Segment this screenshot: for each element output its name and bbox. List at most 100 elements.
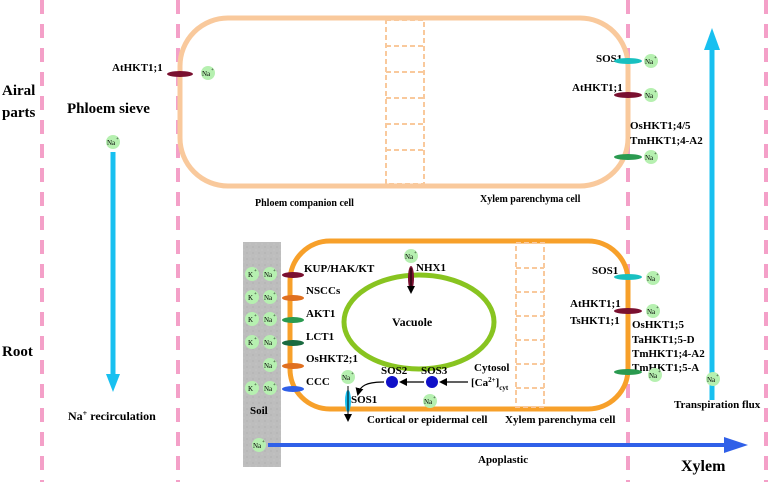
- svg-text:Na: Na: [647, 308, 656, 316]
- soil-ions: K+ Na+ K+ Na+ K+ Na+ K+ Na+ Na+ K+ Na+: [245, 267, 277, 395]
- k-ion: K+: [245, 335, 259, 349]
- svg-text:Na: Na: [264, 339, 273, 347]
- label-oshkt2: OsHKT2;1: [306, 353, 358, 365]
- na-ion-cortical: Na +: [423, 394, 437, 408]
- svg-text:+: +: [273, 337, 276, 342]
- svg-text:+: +: [273, 360, 276, 365]
- transporter-lct1: [282, 340, 304, 346]
- svg-text:K: K: [248, 385, 253, 393]
- svg-text:Na: Na: [264, 362, 273, 370]
- root-plasmodesmata: [515, 242, 545, 408]
- label-xylem-parenchyma-root: Xylem parenchyma cell: [505, 414, 615, 426]
- label-upper-oshkt: OsHKT1;4/5: [630, 120, 691, 132]
- root-cell: [287, 238, 631, 412]
- svg-text:Na: Na: [107, 139, 116, 147]
- label-airal: Airal: [2, 83, 35, 99]
- transporter-root-sos1: [614, 274, 642, 280]
- label-xylem-parenchyma-upper: Xylem parenchyma cell: [480, 194, 581, 205]
- svg-text:Na: Na: [264, 316, 273, 324]
- svg-text:Na: Na: [264, 271, 273, 279]
- label-ca-cyt: [Ca2+]cyt: [471, 376, 509, 392]
- label-kup: KUP/HAK/KT: [304, 263, 375, 275]
- na-ion-upper-sos1: Na +: [644, 54, 658, 68]
- vacuole: [341, 272, 497, 372]
- svg-text:+: +: [273, 314, 276, 319]
- svg-text:Na: Na: [645, 58, 654, 66]
- svg-text:+: +: [656, 306, 659, 311]
- label-cytosol: Cytosol: [474, 362, 509, 374]
- na-ion-upper-athkt: Na +: [644, 88, 658, 102]
- svg-text:K: K: [248, 294, 253, 302]
- svg-text:+: +: [254, 383, 257, 388]
- svg-text:Na: Na: [264, 385, 273, 393]
- svg-text:Na: Na: [707, 376, 716, 384]
- upper-plasmodesmata: [385, 19, 425, 185]
- svg-text:Na: Na: [202, 70, 211, 78]
- na-ion: Na+: [263, 381, 277, 395]
- label-root-tahkt: TaHKT1;5-D: [632, 334, 695, 346]
- svg-text:+: +: [656, 273, 659, 278]
- k-ion: K+: [245, 267, 259, 281]
- svg-text:K: K: [248, 339, 253, 347]
- svg-text:Na: Na: [405, 253, 414, 261]
- svg-text:Na: Na: [645, 92, 654, 100]
- na-ion: Na+: [263, 290, 277, 304]
- svg-text:+: +: [273, 383, 276, 388]
- transporter-upper-oshkt: [614, 154, 642, 160]
- svg-text:+: +: [254, 314, 257, 319]
- sos2-to-sos1-arrow: [355, 381, 385, 396]
- na-ion-sos1-root: Na +: [341, 370, 355, 384]
- svg-text:+: +: [654, 152, 657, 157]
- k-ion: K+: [245, 381, 259, 395]
- svg-text:Na: Na: [645, 154, 654, 162]
- transporter-oshkt2: [282, 363, 304, 369]
- na-ion-apoplastic: Na +: [252, 438, 266, 452]
- label-lct1: LCT1: [306, 331, 334, 343]
- na-ion: Na+: [263, 335, 277, 349]
- label-sos3: SOS3: [421, 365, 448, 377]
- transporter-akt1: [282, 317, 304, 323]
- svg-text:Na: Na: [649, 372, 658, 380]
- sos2-node: [386, 376, 398, 388]
- label-cortical-cell: Cortical or epidermal cell: [367, 414, 487, 426]
- na-ion: Na+: [263, 312, 277, 326]
- svg-text:+: +: [273, 292, 276, 297]
- label-phloem-sieve: Phloem sieve: [67, 101, 150, 117]
- label-phloem-companion-cell: Phloem companion cell: [255, 198, 354, 209]
- na-ion: Na+: [263, 358, 277, 372]
- label-ccc: CCC: [306, 376, 330, 388]
- label-soil: Soil: [250, 405, 268, 417]
- na-ion-upper-left: Na +: [201, 66, 215, 80]
- recirculation-arrowhead: [106, 374, 120, 392]
- svg-text:Na: Na: [264, 294, 273, 302]
- label-akt1: AKT1: [306, 308, 335, 320]
- label-nhx1: NHX1: [416, 262, 446, 274]
- svg-text:Na: Na: [253, 442, 262, 450]
- na-ion-root-hkt: Na +: [648, 368, 662, 382]
- svg-text:+: +: [254, 337, 257, 342]
- sos3-node: [426, 376, 438, 388]
- label-vacuole: Vacuole: [392, 315, 433, 329]
- svg-text:K: K: [248, 271, 253, 279]
- svg-text:+: +: [254, 292, 257, 297]
- transporter-upper-athkt-right: [614, 92, 642, 98]
- transpiration-arrowhead: [704, 28, 720, 50]
- svg-text:Na: Na: [647, 275, 656, 283]
- svg-text:+: +: [211, 68, 214, 73]
- svg-text:+: +: [262, 440, 265, 445]
- label-upper-athkt: AtHKT1;1: [112, 62, 163, 74]
- transporter-upper-sos1: [614, 58, 642, 64]
- label-root-tmhkt-a2: TmHKT1;4-A2: [632, 348, 705, 360]
- label-upper-athkt-right: AtHKT1;1: [572, 82, 623, 94]
- label-root: Root: [2, 344, 33, 360]
- transporter-nsccs: [282, 295, 304, 301]
- svg-text:+: +: [658, 370, 661, 375]
- na-ion-nhx1: Na +: [404, 249, 418, 263]
- svg-text:Na: Na: [424, 398, 433, 406]
- label-root-sos1: SOS1: [592, 265, 618, 277]
- svg-text:+: +: [433, 396, 436, 401]
- svg-text:+: +: [273, 269, 276, 274]
- label-root-oshkt: OsHKT1;5: [632, 319, 684, 331]
- label-root-athkt: AtHKT1;1: [570, 298, 621, 310]
